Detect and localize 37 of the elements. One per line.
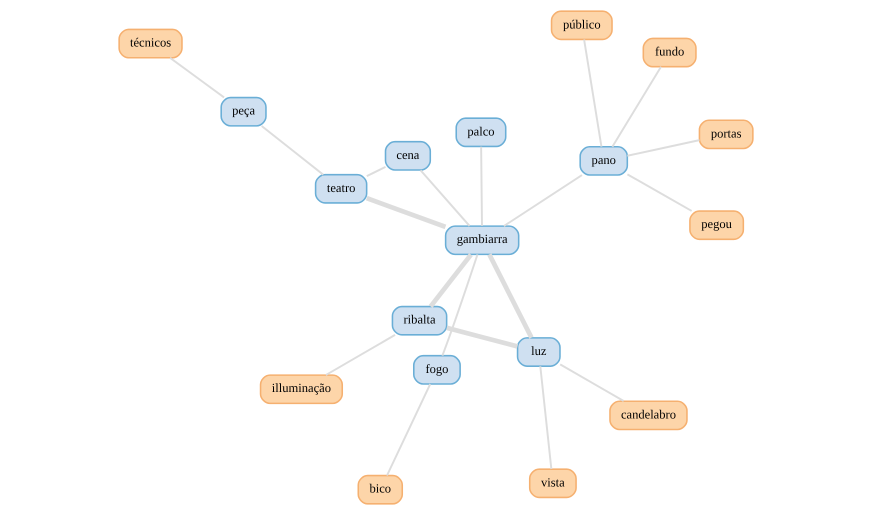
node-box: técnicos	[118, 28, 182, 59]
node-box: portas	[698, 119, 754, 150]
node-box: pano	[578, 146, 628, 176]
node-box: candelabro	[608, 400, 688, 430]
connector	[626, 174, 692, 212]
connector	[626, 139, 700, 157]
connector	[386, 384, 431, 476]
connector	[446, 326, 518, 349]
connector	[582, 39, 602, 147]
connector	[324, 334, 396, 376]
node-box: palco	[454, 117, 506, 148]
node-box: ribalta	[391, 306, 447, 336]
node-box: cena	[384, 140, 431, 171]
node-box: bico	[356, 474, 403, 505]
connector	[428, 253, 472, 308]
connector	[168, 57, 224, 98]
connector	[559, 364, 624, 402]
connector	[611, 66, 662, 148]
connector	[480, 146, 482, 226]
node-box: peça	[220, 96, 266, 127]
connector	[440, 254, 478, 356]
node-box: illuminação	[259, 374, 343, 404]
connector	[502, 174, 582, 227]
connector	[366, 166, 386, 178]
connector	[260, 125, 324, 176]
node-box: luz	[516, 337, 560, 367]
connector	[538, 366, 552, 470]
node-box: teatro	[314, 174, 367, 204]
node-box: pegou	[688, 210, 744, 240]
node-box: gambiarra	[444, 225, 519, 256]
node-box: fogo	[412, 354, 460, 385]
connector	[365, 196, 446, 230]
connector	[419, 170, 470, 227]
node-box: vista	[528, 468, 576, 498]
node-box: fundo	[642, 38, 696, 68]
node-box: público	[550, 10, 612, 40]
connector	[486, 253, 534, 339]
